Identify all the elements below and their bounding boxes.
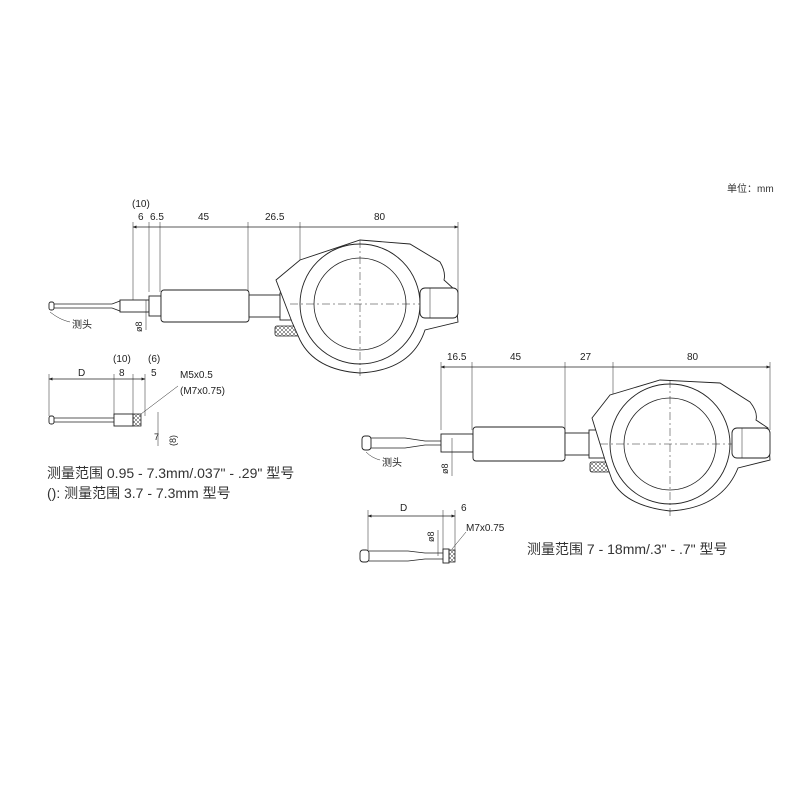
unit-label: 单位：mm: [727, 182, 774, 195]
detail-a-10: (10): [113, 354, 131, 365]
dim-b-16-5: 16.5: [447, 352, 467, 363]
model-b-gauge: 16.5 45 27 80 测头 ø8: [361, 352, 771, 518]
dim-a-6: 6: [138, 212, 144, 223]
dim-a-26-5: 26.5: [265, 212, 285, 223]
model-b-caption: 测量范围 7 - 18mm/.3" - .7" 型号: [527, 541, 728, 557]
detail-a-5: 5: [151, 368, 157, 379]
dim-a-phi8: ø8: [134, 321, 144, 332]
dim-a-80: 80: [374, 212, 386, 223]
detail-a-thread: M5x0.5: [180, 370, 213, 381]
detail-a-8p: (8): [168, 435, 178, 446]
model-a-caption-2: (): 测量范围 3.7 - 7.3mm 型号: [47, 485, 231, 501]
dim-b-phi8: ø8: [440, 463, 450, 474]
dim-a-10: (10): [132, 199, 150, 210]
detail-a-6: (6): [148, 354, 160, 365]
model-b-probe-label: 测头: [382, 456, 402, 469]
detail-a-D: D: [78, 368, 85, 379]
model-b-detail: D 6 M7x0.75 ø8: [359, 503, 505, 564]
detail-a-8: 8: [119, 368, 125, 379]
dim-b-80: 80: [687, 352, 699, 363]
dim-b-45: 45: [510, 352, 522, 363]
detail-b-phi8: ø8: [426, 531, 436, 542]
detail-a-thread-alt: (M7x0.75): [180, 386, 225, 397]
dim-b-27: 27: [580, 352, 592, 363]
model-a-probe-label: 测头: [72, 318, 92, 331]
model-a-detail: D (10) 8 (6) 5 M5x0.5 (M7x0.75) 7 (8): [48, 354, 225, 446]
model-a-caption-1: 测量范围 0.95 - 7.3mm/.037" - .29" 型号: [47, 465, 294, 481]
detail-b-thread: M7x0.75: [466, 523, 505, 534]
detail-b-D: D: [400, 503, 407, 514]
dim-a-45: 45: [198, 212, 210, 223]
model-a-gauge: (10) 6 6.5 45 26.5 80 测头 ø8: [48, 199, 459, 378]
dim-a-6-5: 6.5: [150, 212, 164, 223]
detail-b-6: 6: [461, 503, 467, 514]
detail-a-7: 7: [154, 432, 159, 442]
